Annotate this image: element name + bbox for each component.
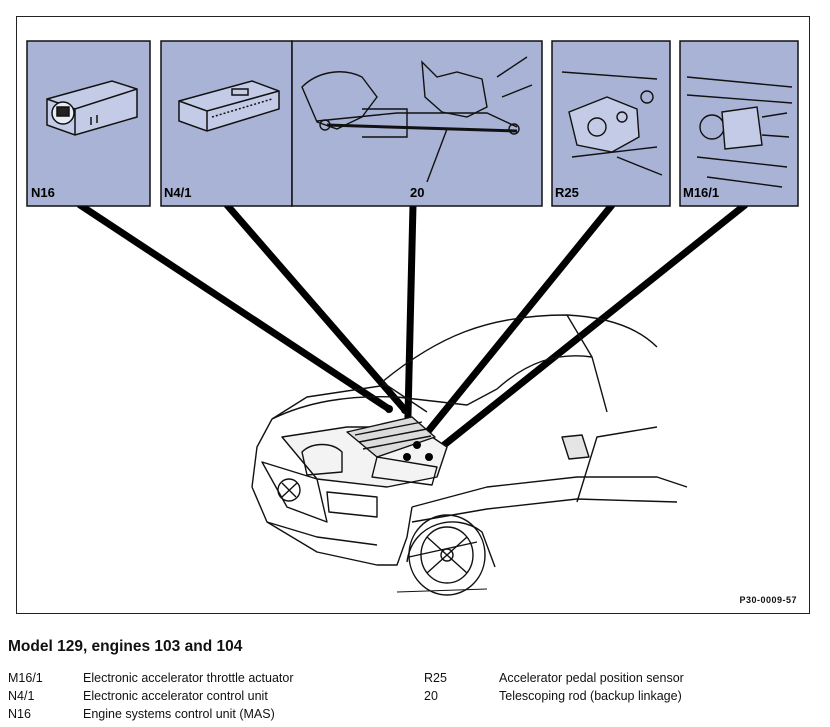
panel-n4-1 bbox=[161, 41, 292, 206]
panel-m16-1 bbox=[680, 41, 798, 206]
legend-code: N4/1 bbox=[8, 689, 83, 703]
legend-code: N16 bbox=[8, 707, 83, 721]
legend-description: Telescoping rod (backup linkage) bbox=[499, 689, 682, 703]
legend-item: R25 Accelerator pedal position sensor bbox=[424, 669, 684, 687]
leader-line-r25 bbox=[417, 205, 612, 445]
legend-description: Engine systems control unit (MAS) bbox=[83, 707, 275, 721]
legend-description: Electronic accelerator control unit bbox=[83, 689, 268, 703]
panel-n16 bbox=[27, 41, 150, 206]
legend-description: Electronic accelerator throttle actuator bbox=[83, 671, 294, 685]
diagram-illustration bbox=[17, 17, 808, 612]
car-drawing bbox=[252, 315, 687, 595]
target-dot-r25 bbox=[413, 441, 421, 449]
panel-r25 bbox=[552, 41, 670, 206]
callout-label-m16-1: M16/1 bbox=[683, 185, 719, 200]
legend-item: N4/1 Electronic accelerator control unit bbox=[8, 687, 294, 705]
legend-item: 20 Telescoping rod (backup linkage) bbox=[424, 687, 684, 705]
leader-line-n4-1 bbox=[227, 205, 405, 410]
leader-line-m16-1 bbox=[429, 205, 745, 457]
legend-code: R25 bbox=[424, 671, 499, 685]
panel-20 bbox=[292, 41, 542, 206]
legend-right: R25 Accelerator pedal position sensor 20… bbox=[424, 669, 684, 705]
target-dot-n4-1 bbox=[401, 406, 409, 414]
legend-item: N16 Engine systems control unit (MAS) bbox=[8, 705, 294, 723]
target-dot-m16-1 bbox=[425, 453, 433, 461]
legend-item: M16/1 Electronic accelerator throttle ac… bbox=[8, 669, 294, 687]
legend-code: 20 bbox=[424, 689, 499, 703]
callout-label-r25: R25 bbox=[555, 185, 579, 200]
leader-line-n16 bbox=[80, 205, 389, 409]
legend-description: Accelerator pedal position sensor bbox=[499, 671, 684, 685]
diagram-frame: N16 N4/1 20 R25 M16/1 P30-0009-57 bbox=[16, 16, 810, 614]
callout-label-20: 20 bbox=[410, 185, 424, 200]
legend-left: M16/1 Electronic accelerator throttle ac… bbox=[8, 669, 294, 723]
legend-code: M16/1 bbox=[8, 671, 83, 685]
callout-label-n16: N16 bbox=[31, 185, 55, 200]
figure-reference: P30-0009-57 bbox=[739, 595, 797, 605]
target-dot-20 bbox=[403, 453, 411, 461]
callout-label-n4-1: N4/1 bbox=[164, 185, 191, 200]
target-dot-n16 bbox=[385, 405, 393, 413]
caption-title: Model 129, engines 103 and 104 bbox=[8, 638, 242, 656]
